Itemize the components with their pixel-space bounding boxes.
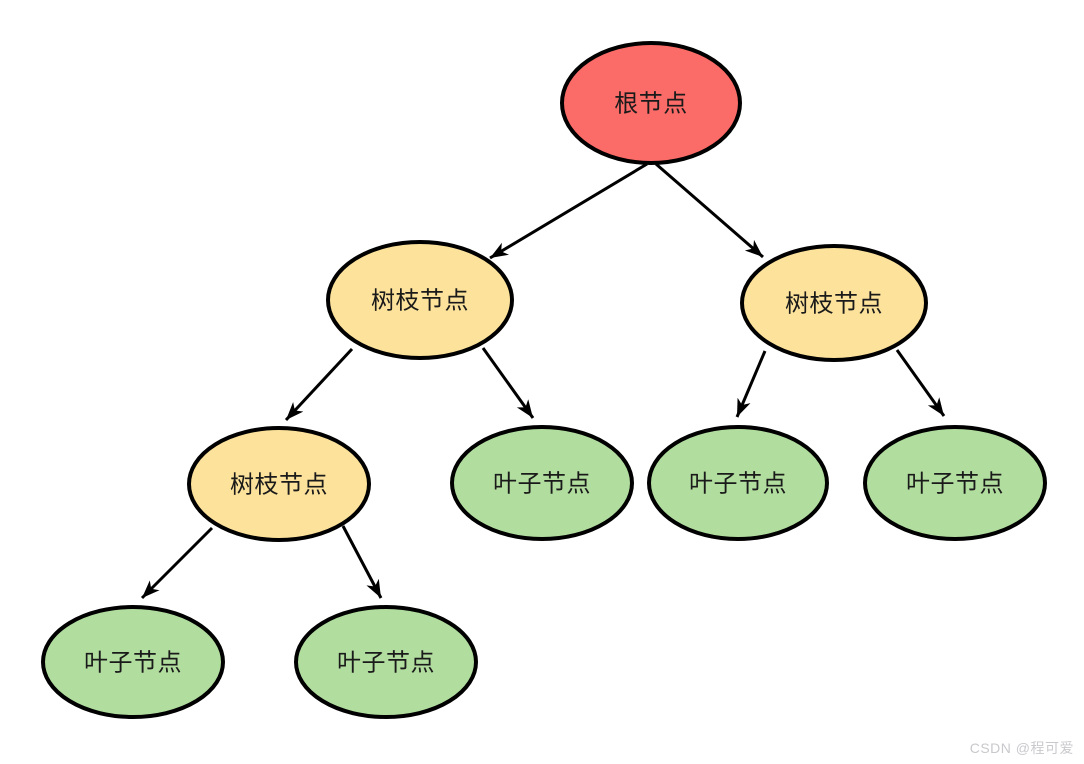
node-branch-ll: 树枝节点 xyxy=(187,426,371,542)
edge-arrow-root-to-branch-r xyxy=(655,162,764,259)
edge-arrow-branch-l-to-branch-ll xyxy=(284,347,354,422)
node-label-leaf-lr: 叶子节点 xyxy=(493,471,591,498)
node-leaf-llr: 叶子节点 xyxy=(294,605,478,719)
node-leaf-lll: 叶子节点 xyxy=(41,605,225,719)
node-label-branch-ll: 树枝节点 xyxy=(230,472,328,499)
node-ellipse-leaf-rr xyxy=(863,425,1047,541)
edge-arrow-branch-ll-to-leaf-lll xyxy=(140,526,214,600)
node-label-leaf-lll: 叶子节点 xyxy=(84,650,182,677)
node-branch-l: 树枝节点 xyxy=(326,240,514,360)
node-ellipse-leaf-rl xyxy=(647,425,829,541)
nodes-layer: 根节点树枝节点树枝节点树枝节点叶子节点叶子节点叶子节点叶子节点叶子节点 xyxy=(41,41,1047,719)
node-leaf-rr: 叶子节点 xyxy=(863,425,1047,541)
node-label-branch-l: 树枝节点 xyxy=(371,288,469,315)
node-ellipse-branch-ll xyxy=(187,426,371,542)
edge-arrow-branch-r-to-leaf-rl xyxy=(735,350,767,418)
edges-layer xyxy=(140,162,946,600)
node-leaf-lr: 叶子节点 xyxy=(450,425,634,541)
node-ellipse-branch-r xyxy=(740,244,928,362)
node-label-leaf-rr: 叶子节点 xyxy=(906,471,1004,498)
node-branch-r: 树枝节点 xyxy=(740,244,928,362)
node-label-leaf-rl: 叶子节点 xyxy=(689,471,787,498)
node-ellipse-root xyxy=(560,41,742,165)
node-label-leaf-llr: 叶子节点 xyxy=(337,650,435,677)
edge-arrow-branch-l-to-leaf-lr xyxy=(481,347,535,419)
node-ellipse-leaf-lll xyxy=(41,605,225,719)
node-root: 根节点 xyxy=(560,41,742,165)
node-ellipse-leaf-llr xyxy=(294,605,478,719)
node-label-root: 根节点 xyxy=(614,91,688,118)
node-leaf-rl: 叶子节点 xyxy=(647,425,829,541)
node-label-branch-r: 树枝节点 xyxy=(785,291,883,318)
csdn-watermark: CSDN @程可爱 xyxy=(969,740,1074,756)
edge-arrow-root-to-branch-l xyxy=(489,162,648,260)
edge-arrow-branch-ll-to-leaf-llr xyxy=(341,525,383,599)
node-ellipse-leaf-lr xyxy=(450,425,634,541)
edge-arrow-branch-r-to-leaf-rr xyxy=(895,349,946,417)
node-ellipse-branch-l xyxy=(326,240,514,360)
